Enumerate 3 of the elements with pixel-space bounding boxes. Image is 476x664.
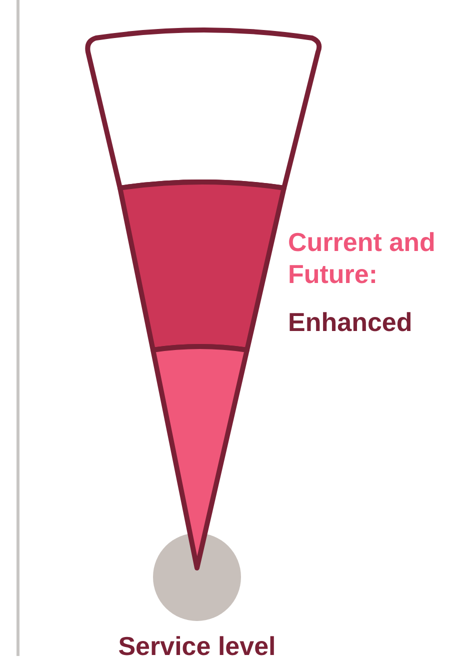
level-label: Current and Future: <box>288 226 436 290</box>
level-value: Enhanced <box>288 306 412 338</box>
axis-label: Service level <box>117 630 277 662</box>
